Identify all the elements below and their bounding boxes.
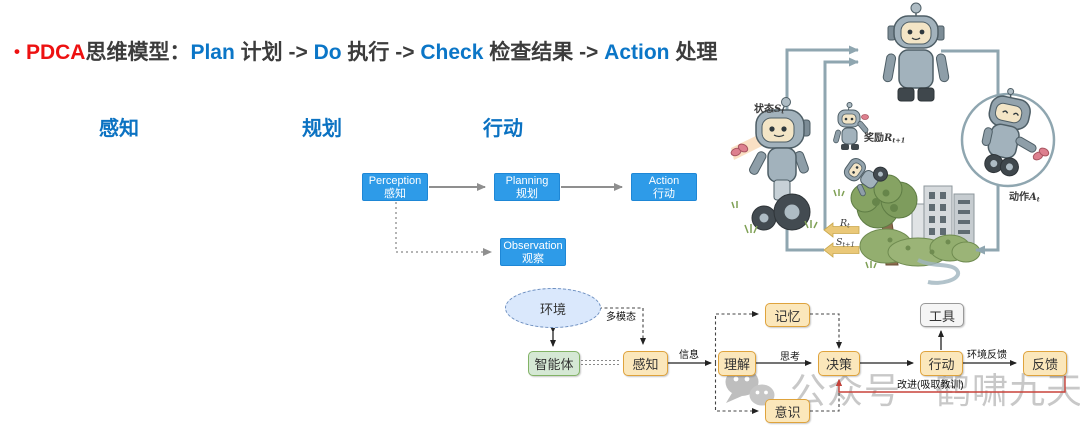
title-seg-model: 思维模型： (85, 41, 191, 64)
node-consciousness: 意识 (765, 399, 810, 423)
node-action: Action 行动 (631, 173, 697, 201)
node-understand: 理解 (718, 351, 756, 376)
edge-feedback-decide-red (836, 376, 1066, 393)
node-environment-label: 环境 (539, 301, 566, 317)
node-memory-label: 记忆 (774, 308, 801, 324)
edge-understand-memory-dashed (714, 311, 759, 363)
edge-label-think: 思考 (780, 352, 800, 363)
action-robot (981, 87, 1037, 177)
node-feedback: 反馈 (1023, 351, 1067, 376)
tree-leaf-spots (872, 189, 898, 212)
pipeline-connectors (395, 183, 623, 256)
edge-label-info: 信息 (679, 350, 699, 361)
node-understand-label: 理解 (723, 357, 750, 372)
edge-label-env-feedback: 环境反馈 (967, 350, 1007, 361)
tree-foliage (850, 174, 918, 229)
arrow-perception-observation-dotted (395, 202, 492, 256)
title-seg-action-zh: 处理 (675, 41, 718, 64)
node-decide-label: 决策 (825, 357, 852, 372)
edge-consciousness-decide-dashed (810, 379, 842, 412)
bullet-icon: • (14, 42, 20, 61)
title-seg-do: Do (313, 41, 348, 64)
node-act: 行动 (920, 351, 963, 376)
reward-robot-tumbling (843, 158, 888, 197)
node-perceive: 感知 (623, 351, 668, 376)
state-arrow (823, 242, 860, 258)
page-title: • PDCA思维模型：Plan 计划 -> Do 执行 -> Check 检查结果… (14, 36, 717, 66)
node-consciousness-label: 意识 (774, 404, 801, 420)
node-action-en: Action (648, 175, 680, 187)
environment-scene (850, 174, 981, 285)
agent-robot (882, 2, 950, 102)
edge-env-perceive-dashed (599, 307, 646, 345)
label-r-t: Rt (839, 218, 850, 230)
loop-reward-to-agent (823, 57, 859, 230)
node-observation-en: Observation (503, 240, 563, 252)
edge-memory-decide-dashed (810, 313, 842, 349)
node-environment: 环境 (505, 288, 601, 328)
watermark-text-name: 鹤啸九天 (935, 370, 1080, 411)
pipeline-flowchart: Perception 感知 Planning 规划 Action 行动 Obse… (349, 160, 722, 287)
node-perceive-label: 感知 (632, 357, 659, 372)
label-action: 动作At (1009, 190, 1040, 204)
node-act-label: 行动 (928, 357, 955, 372)
agent-flowchart: 环境 智能体 感知 理解 决策 行动 反馈 记忆 工具 意识 多模态 信息 思考… (500, 285, 1080, 432)
node-planning: Planning 规划 (494, 173, 560, 201)
title-seg-plan: Plan (190, 41, 241, 64)
rl-illustration: 状态St 奖励Rt+1 动作At Rt St+1 (730, 2, 1056, 285)
node-agent: 智能体 (528, 351, 580, 376)
node-memory: 记忆 (765, 303, 810, 327)
title-seg-action: Action (604, 41, 676, 64)
title-seg-do-zh: 执行 -> (347, 41, 421, 64)
node-planning-zh: 规划 (516, 188, 538, 200)
stage-label-perception: 感知 (99, 118, 139, 140)
reward-arrow (823, 222, 860, 238)
node-decide: 决策 (818, 351, 860, 376)
reward-robot-standing (833, 102, 869, 150)
edge-label-multimodal: 多模态 (606, 312, 636, 323)
bush-spots (887, 237, 951, 255)
title-seg-check: Check (420, 41, 490, 64)
title-seg-pdca: PDCA (25, 41, 86, 64)
agent-flow-connectors (550, 307, 1066, 414)
node-tool-label: 工具 (928, 308, 955, 324)
state-butterfly (730, 143, 749, 157)
bushes (859, 228, 981, 267)
node-feedback-label: 反馈 (1031, 357, 1058, 372)
path-swirl (917, 258, 960, 285)
title-seg-plan-zh: 计划 -> (240, 41, 314, 64)
node-perception-zh: 感知 (384, 188, 406, 200)
label-state: 状态St (754, 102, 784, 116)
node-action-zh: 行动 (653, 188, 675, 200)
node-planning-en: Planning (505, 175, 549, 187)
stage-label-planning: 规划 (302, 118, 342, 140)
edge-label-improve: 改进(吸取教训) (897, 380, 964, 391)
node-tool: 工具 (920, 303, 964, 327)
node-observation: Observation 观察 (500, 238, 566, 266)
action-butterfly (1032, 147, 1050, 161)
node-agent-label: 智能体 (534, 357, 574, 372)
label-reward: 奖励Rt+1 (864, 131, 905, 145)
node-observation-zh: 观察 (522, 253, 544, 265)
node-perception: Perception 感知 (362, 173, 428, 201)
grass-tufts (731, 189, 877, 269)
stage-label-action: 行动 (483, 118, 523, 140)
label-s-t1: St+1 (836, 237, 855, 249)
node-perception-en: Perception (368, 175, 422, 187)
title-seg-check-zh: 检查结果 -> (489, 41, 605, 64)
state-robot (731, 97, 811, 231)
